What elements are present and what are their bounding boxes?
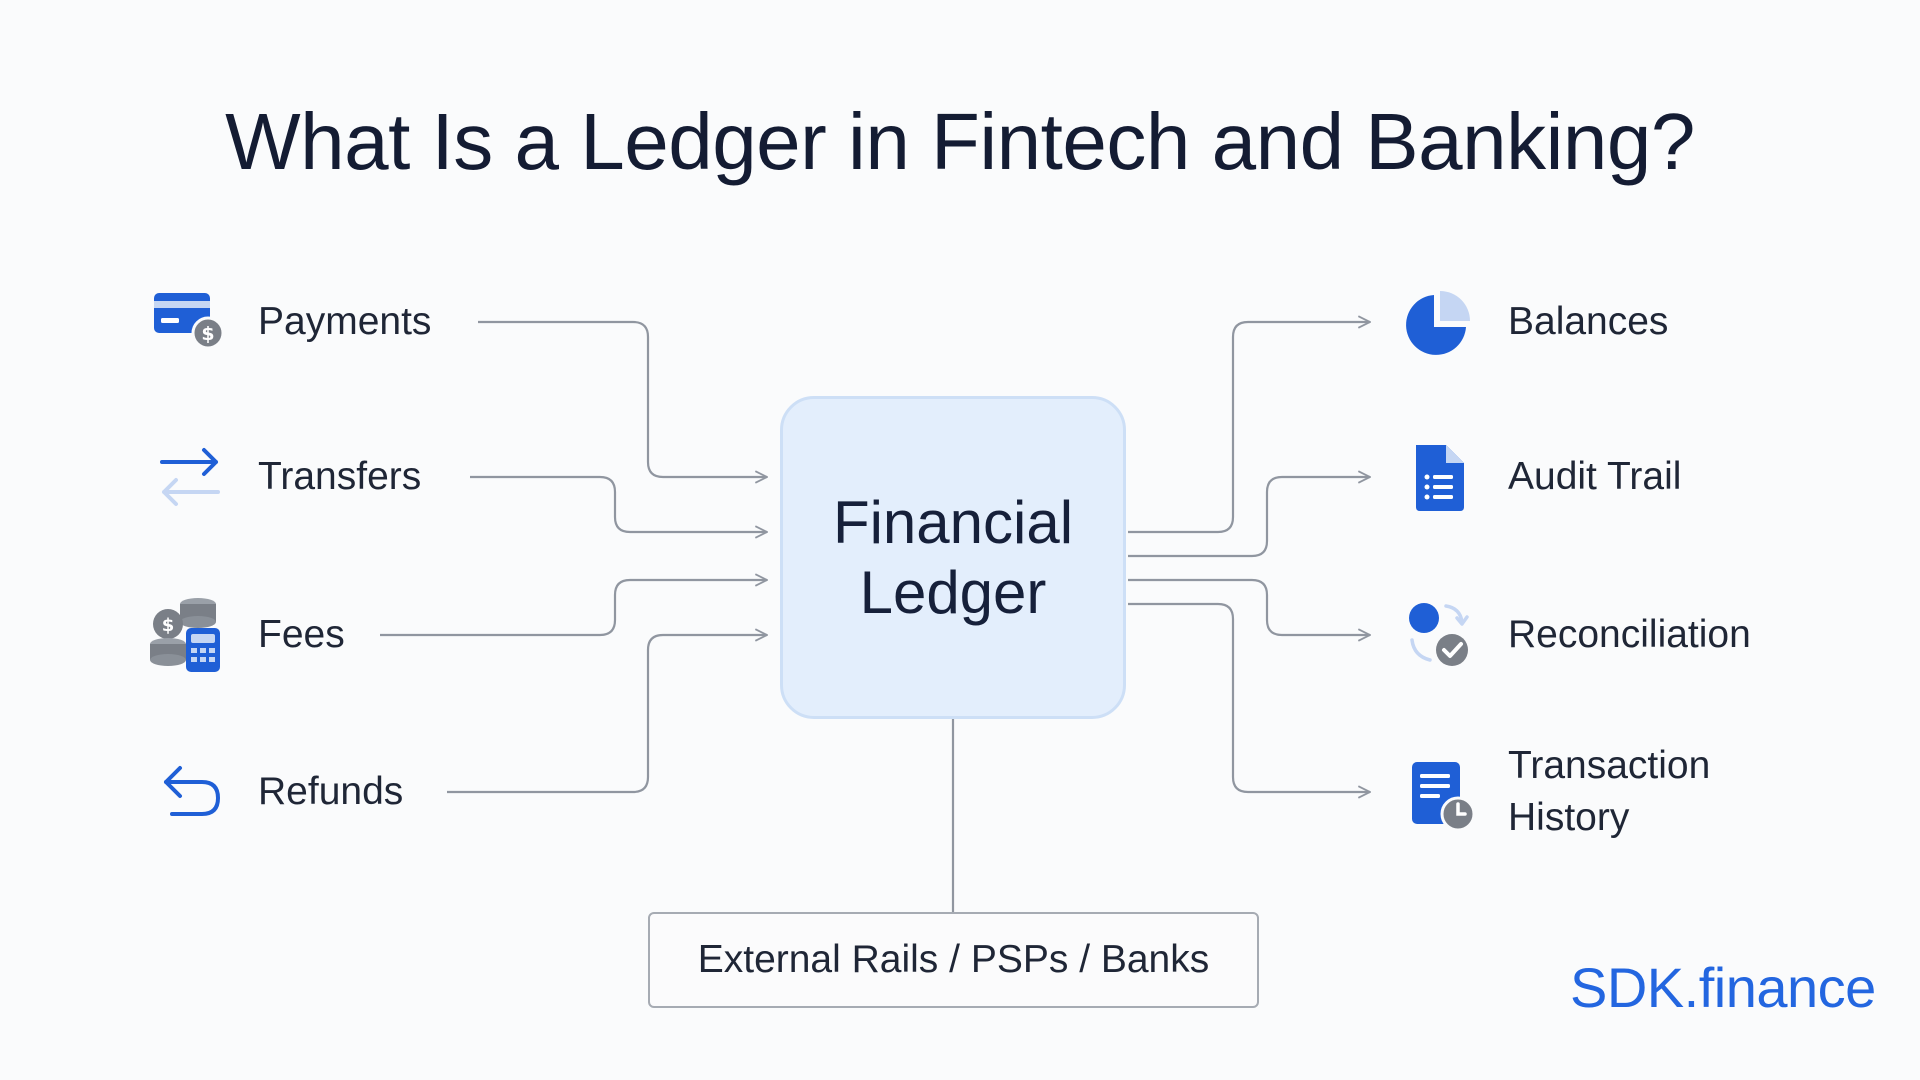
connector-audit-trail [1128, 477, 1370, 558]
output-label-balances: Balances [1508, 300, 1669, 343]
connector-payments [478, 320, 767, 477]
credit-card-dollar-icon: $ [148, 283, 228, 363]
reconcile-check-icon [1398, 594, 1478, 674]
input-label-fees: Fees [258, 613, 345, 656]
connector-reconciliation [1128, 578, 1370, 635]
input-label-transfers: Transfers [258, 455, 422, 498]
ledger-label-line1: Financial [832, 488, 1074, 556]
external-rails-label: External Rails / PSPs / Banks [697, 938, 1210, 981]
transfer-arrows-icon [150, 437, 230, 517]
output-label-audit-trail: Audit Trail [1508, 455, 1682, 498]
document-clock-icon [1400, 756, 1480, 836]
ledger-label-line2: Ledger [859, 558, 1047, 626]
external-rails-box: External Rails / PSPs / Banks [648, 912, 1259, 1008]
input-label-payments: Payments [258, 300, 432, 343]
input-label-refunds: Refunds [258, 770, 404, 813]
connector-refunds [447, 635, 767, 794]
undo-arrow-icon [150, 752, 230, 832]
output-label-transaction-history-line2: History [1508, 796, 1630, 839]
output-label-transaction-history-line1: Transaction [1508, 744, 1711, 787]
svg-text:$: $ [201, 323, 214, 345]
coins-calculator-icon: $ [146, 594, 226, 674]
connector-transfers [470, 475, 767, 532]
connector-fees [380, 580, 767, 637]
output-label-reconciliation: Reconciliation [1508, 613, 1751, 656]
financial-ledger-box: Financial Ledger [780, 396, 1126, 719]
svg-text:$: $ [162, 615, 175, 636]
document-list-icon [1400, 437, 1480, 517]
connector-balances [1128, 322, 1370, 534]
pie-chart-icon [1398, 283, 1478, 363]
output-label-transaction-history: Transaction History [1508, 740, 1808, 844]
brand-logo: SDK.finance [1570, 956, 1876, 1019]
page-title: What Is a Ledger in Fintech and Banking? [225, 97, 1695, 186]
connector-transaction-history [1128, 602, 1370, 792]
